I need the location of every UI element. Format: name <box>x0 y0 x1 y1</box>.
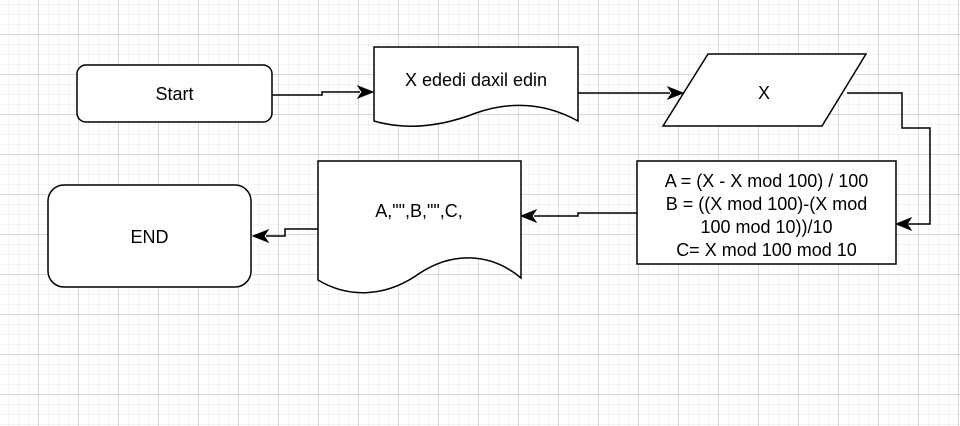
end-node[interactable]: END <box>47 184 252 288</box>
output-document-node[interactable]: A,"",B,"",C, <box>317 160 522 294</box>
edge-output-doc-to-end[interactable] <box>251 228 318 244</box>
start-node[interactable]: Start <box>76 64 273 123</box>
process-node[interactable]: A = (X - X mod 100) / 100 B = ((X mod 10… <box>636 160 897 265</box>
output-document-label: A,"",B,"",C, <box>375 201 463 221</box>
edge-input-x-to-process[interactable] <box>847 92 931 232</box>
start-node-label: Start <box>155 84 193 104</box>
input-x-node[interactable]: X <box>661 53 868 127</box>
input-document-label: X ededi daxil edin <box>405 70 547 90</box>
input-document-node[interactable]: X ededi daxil edin <box>373 46 579 127</box>
process-line-3: 100 mod 10))/10 <box>700 217 832 237</box>
process-line-1: A = (X - X mod 100) / 100 <box>665 171 869 191</box>
process-line-2: B = ((X mod 100)-(X mod <box>666 194 868 214</box>
end-node-label: END <box>130 227 168 247</box>
edge-start-to-input-doc[interactable] <box>272 84 375 100</box>
process-line-4: C= X mod 100 mod 10 <box>676 240 857 260</box>
edge-process-to-output-doc[interactable] <box>519 208 637 224</box>
edge-input-doc-to-input-x[interactable] <box>578 85 685 101</box>
input-x-label: X <box>758 83 770 103</box>
